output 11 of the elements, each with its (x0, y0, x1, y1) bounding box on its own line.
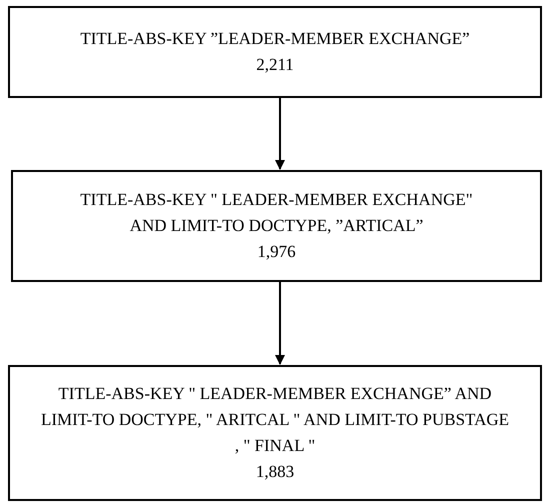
arrow (275, 282, 285, 365)
record-count: 1,883 (256, 461, 294, 483)
arrow (275, 98, 285, 170)
search-query-text: TITLE-ABS-KEY " LEADER-MEMBER EXCHANGE" AND LIMIT-TO DOCTYPE, ”ARTICAL” (79, 189, 474, 237)
search-query-text: TITLE-ABS-KEY ”LEADER-MEMBER EXCHANGE” (80, 28, 470, 50)
process-box (8, 6, 542, 98)
record-count: 2,211 (256, 54, 294, 76)
search-query-text: TITLE-ABS-KEY " LEADER-MEMBER EXCHANGE” AND LIMIT-TO DOCTYPE, " ARITCAL " AND LIMIT-TO PUBSTAGE , " FINAL " (40, 383, 510, 457)
process-box (8, 365, 542, 501)
process-box (11, 170, 542, 282)
record-count: 1,976 (257, 241, 296, 263)
